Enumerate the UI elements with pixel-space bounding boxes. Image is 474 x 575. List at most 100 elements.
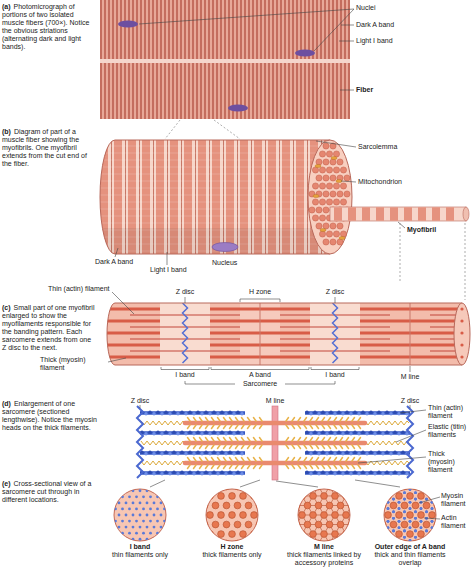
myosin-head: [316, 458, 319, 462]
actin-dot: [387, 526, 390, 529]
myosin-dot: [207, 493, 214, 500]
myosin-dot: [280, 512, 283, 519]
myofibril: [404, 207, 412, 220]
actin-dot: [403, 517, 406, 520]
actin-dot: [132, 514, 135, 517]
cross-section-circle: [114, 489, 166, 541]
myosin-head: [340, 425, 343, 429]
accessory-protein: [280, 487, 286, 496]
actin-dot: [409, 539, 412, 542]
myosin-dot: [240, 512, 247, 519]
myosin-dot: [370, 540, 375, 543]
caption-text: Diagram of part of a muscle fiber showin…: [2, 128, 87, 167]
part-label: Thick (myosin) filament: [40, 356, 110, 372]
cut-face: [308, 140, 352, 254]
myosin-dot: [201, 502, 208, 509]
actin-bead: [337, 471, 340, 474]
actin-dot: [376, 507, 379, 510]
actin-bead: [228, 411, 231, 414]
myosin-head: [200, 418, 203, 422]
actin-dot: [387, 520, 390, 523]
panel-caption: (e)Cross-sectional view of a sarcomere c…: [2, 480, 94, 504]
actin-dot: [414, 511, 417, 514]
myosin-dot: [280, 531, 283, 538]
actin-bead: [200, 432, 203, 435]
nucleus: [118, 20, 138, 27]
accessory-protein: [363, 487, 369, 496]
myosin-head: [242, 458, 245, 462]
myosin-dot: [267, 487, 274, 490]
actin-bead: [329, 471, 332, 474]
myosin-dot: [188, 512, 191, 519]
actin-bead: [204, 471, 207, 474]
myofibril-texture: [95, 153, 330, 154]
part-label: Thick (myosin) filament: [428, 450, 472, 474]
myosin-head: [304, 465, 307, 469]
myosin-head: [316, 445, 319, 449]
myosin-dot: [218, 512, 225, 519]
leader-lines-b: [115, 141, 465, 300]
actin-dot: [381, 491, 384, 494]
actin-dot: [392, 491, 395, 494]
actin-dot: [420, 539, 423, 542]
myosin-dot: [229, 512, 236, 519]
actin-bead: [385, 451, 388, 454]
actin-dot: [174, 489, 177, 492]
actin-dot: [387, 539, 390, 542]
thin-filament: [140, 471, 245, 474]
accessory-protein: [286, 505, 297, 506]
actin-bead: [365, 412, 368, 415]
myosin-head: [236, 425, 239, 429]
accessory-protein: [291, 505, 297, 515]
myofibril-end: [323, 143, 329, 149]
actin-bead: [160, 432, 163, 435]
actin-bead: [240, 412, 243, 415]
myosin-head: [248, 425, 251, 429]
actin-dot: [387, 507, 390, 510]
myosin-dot: [280, 493, 283, 500]
actin-dot: [121, 520, 124, 523]
actin-dot: [132, 538, 135, 541]
myofibril-end: [340, 231, 346, 237]
myosin-head: [254, 418, 257, 422]
actin-bead: [337, 451, 340, 454]
actin-dot: [370, 517, 373, 520]
actin-dot: [156, 520, 159, 523]
actin-dot: [442, 488, 445, 491]
actin-bead: [317, 432, 320, 435]
actin-dot: [403, 517, 406, 520]
actin-bead: [224, 472, 227, 475]
part-label: Myosin filament: [441, 492, 472, 508]
actin-dot: [436, 536, 439, 539]
actin-dot: [387, 501, 390, 504]
actin-dot: [111, 514, 114, 517]
filament-end: [460, 343, 463, 346]
myosin-dot: [423, 487, 430, 490]
myosin-dot: [354, 493, 361, 500]
myosin-dot: [310, 531, 317, 538]
leader-line: [140, 405, 141, 408]
actin-bead: [349, 432, 352, 435]
actin-dot: [107, 495, 110, 498]
actin-dot: [128, 508, 131, 511]
actin-dot: [442, 539, 445, 542]
thick-filament: [360, 356, 462, 359]
actin-bead: [212, 471, 215, 474]
myofibril-end: [312, 199, 318, 205]
actin-dot: [392, 517, 395, 520]
actin-dot: [118, 501, 121, 504]
myofibril-end: [330, 223, 336, 229]
myofibril-end: [333, 151, 339, 157]
actin-dot: [420, 488, 423, 491]
myosin-head: [304, 458, 307, 462]
myosin-head: [352, 425, 355, 429]
myosin-head: [322, 445, 325, 449]
actin-bead: [156, 471, 159, 474]
actin-bead: [184, 452, 187, 455]
actin-dot: [376, 526, 379, 529]
myosin-dot: [396, 493, 403, 500]
actin-dot: [104, 514, 107, 517]
myosin-dot: [374, 512, 381, 519]
myosin-head: [218, 425, 221, 429]
actin-dot: [414, 498, 417, 501]
